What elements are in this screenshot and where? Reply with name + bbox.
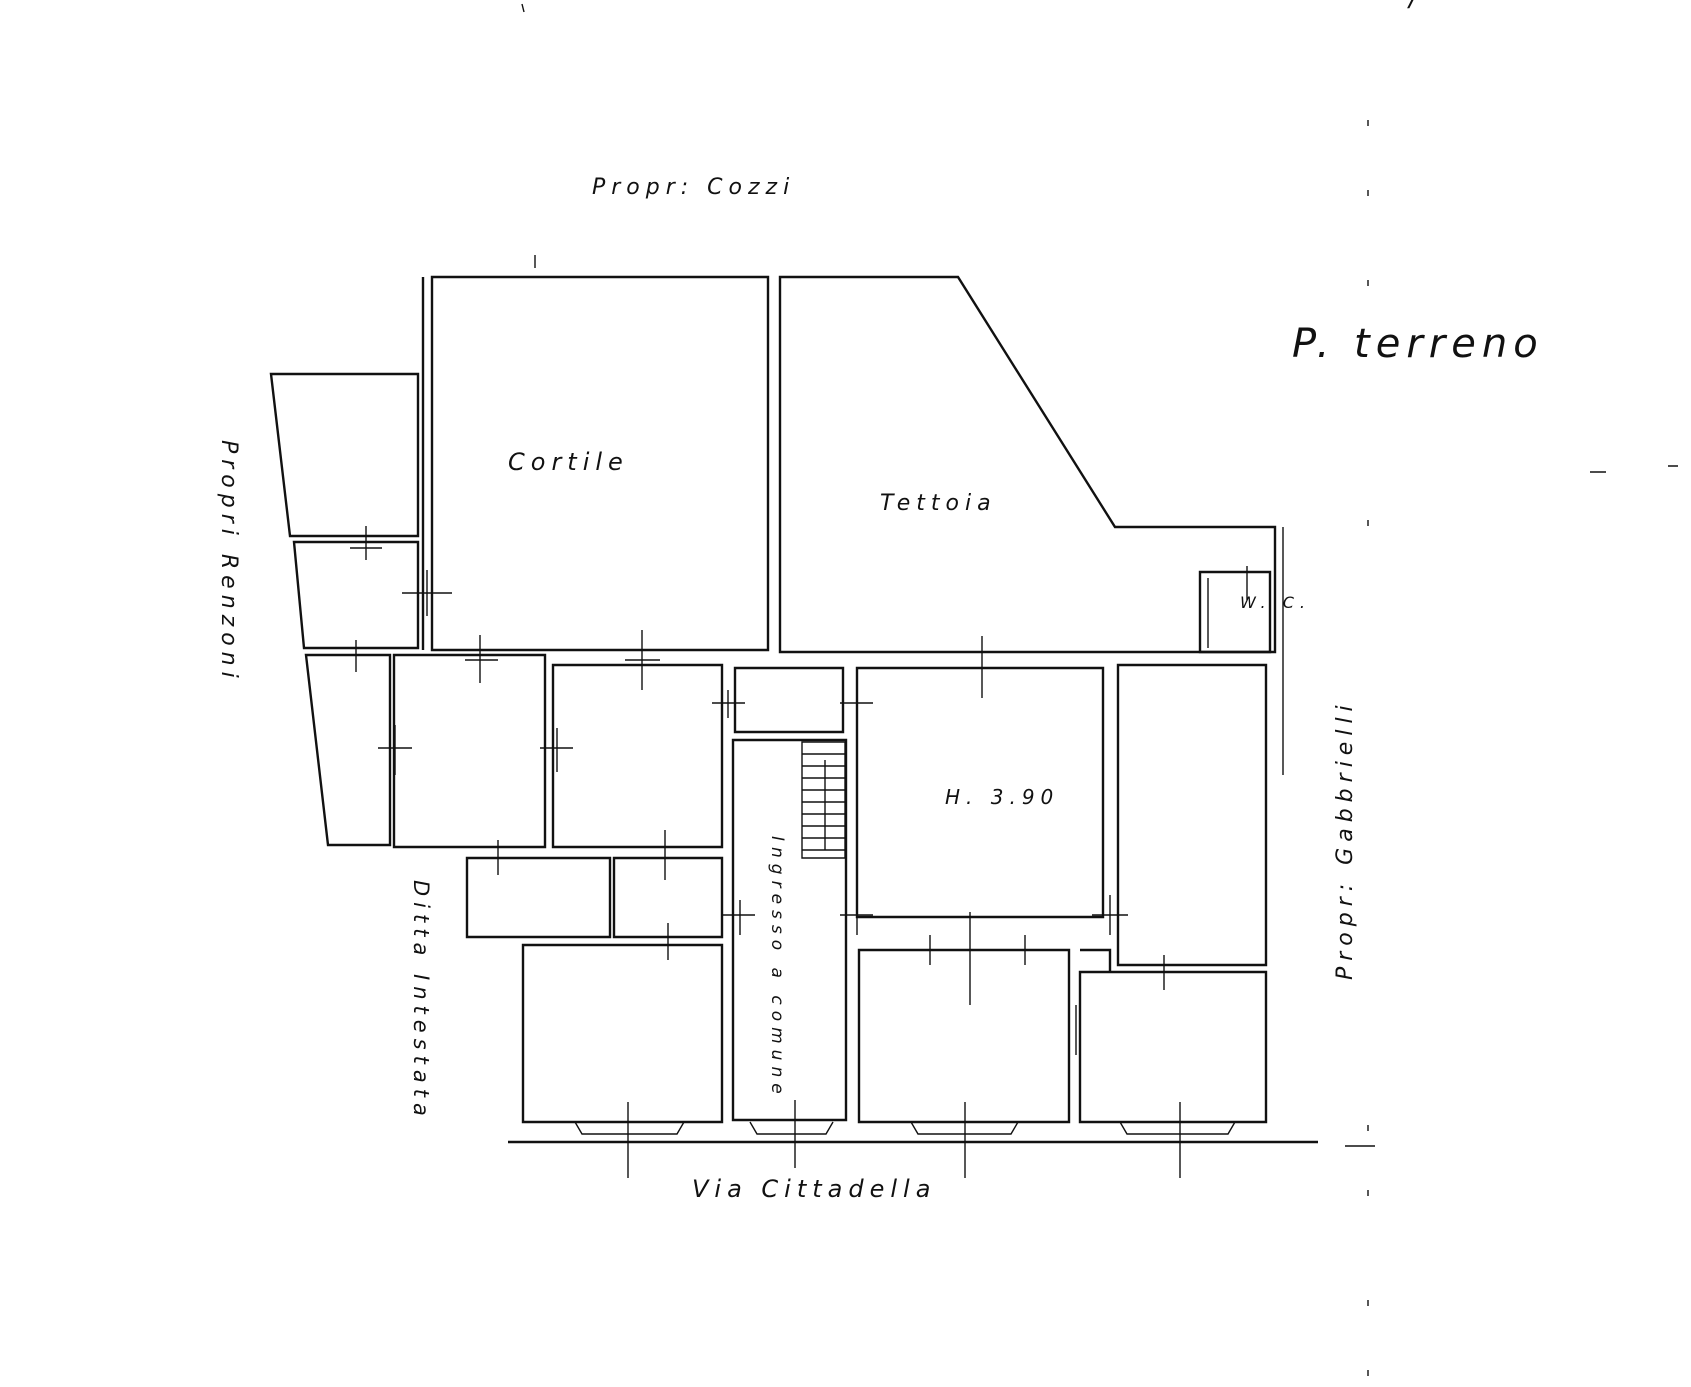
- tick-10: [840, 690, 873, 718]
- canopy-label: Tettoia: [880, 491, 997, 516]
- tick-4: [465, 635, 498, 683]
- neighbour-west-label: Propri Renzoni: [216, 440, 241, 684]
- west-room-top: [269, 372, 420, 538]
- room-north-2: [551, 663, 724, 849]
- neighbour-lower-west-label: Ditta Intestata: [409, 880, 433, 1122]
- neighbour-north-label: Propr: Cozzi: [592, 175, 795, 200]
- tick-2: [402, 570, 452, 616]
- tick-14: [722, 900, 755, 935]
- west-room-bottom: [304, 653, 392, 847]
- tick-16: [1092, 895, 1128, 935]
- lobby-north: [733, 666, 845, 734]
- neighbour-east-label: Propr: Gabbrielli: [1333, 699, 1358, 980]
- room-south-1: [521, 943, 724, 1124]
- tick-8: [540, 728, 573, 772]
- wc-label-text: W. C.: [1240, 593, 1311, 612]
- walls: [269, 275, 1318, 1144]
- top-corner-text: - ——-/-: [1300, 0, 1439, 13]
- tick-15: [840, 900, 873, 935]
- room-middle-1: [465, 856, 612, 939]
- room-middle-2: [612, 856, 724, 939]
- wc-outline: [1198, 570, 1272, 654]
- canopy-outline: [778, 275, 1277, 654]
- floor-title: P. terreno: [1292, 321, 1544, 367]
- tick-19: [929, 935, 1026, 965]
- stair-treads: [802, 753, 845, 851]
- common-entrance-label: Ingresso a comune: [767, 836, 787, 1100]
- room-south-3: [1078, 970, 1268, 1124]
- tick-1: [350, 526, 382, 560]
- tick-17: [640, 923, 690, 960]
- street-label: Via Cittadella: [692, 1175, 936, 1203]
- room-north-main: [855, 666, 1105, 919]
- tick-7: [378, 725, 412, 775]
- room-height-note: H. 3.90: [945, 785, 1059, 809]
- west-room-middle: [292, 540, 420, 650]
- tick-9: [712, 690, 745, 718]
- south-3-notch: [1080, 948, 1112, 972]
- tick-6: [962, 636, 1002, 698]
- courtyard-outline: [430, 275, 770, 652]
- room-south-2: [857, 948, 1071, 1124]
- entrance-corridor: [731, 738, 848, 1122]
- wc-label: W. C.: [1240, 593, 1311, 612]
- room-north-1: [392, 653, 547, 849]
- opening-marks: [350, 526, 1248, 1178]
- far-east-dashes: [1590, 465, 1678, 473]
- north-margin-ticks: [521, 3, 536, 268]
- tick-5: [625, 630, 660, 690]
- courtyard-label: Cortile: [508, 448, 629, 476]
- margin-marks: [521, 3, 1678, 1376]
- staircase: [801, 741, 846, 859]
- room-north-east: [1116, 663, 1268, 967]
- frontage-openings: [574, 1121, 1236, 1135]
